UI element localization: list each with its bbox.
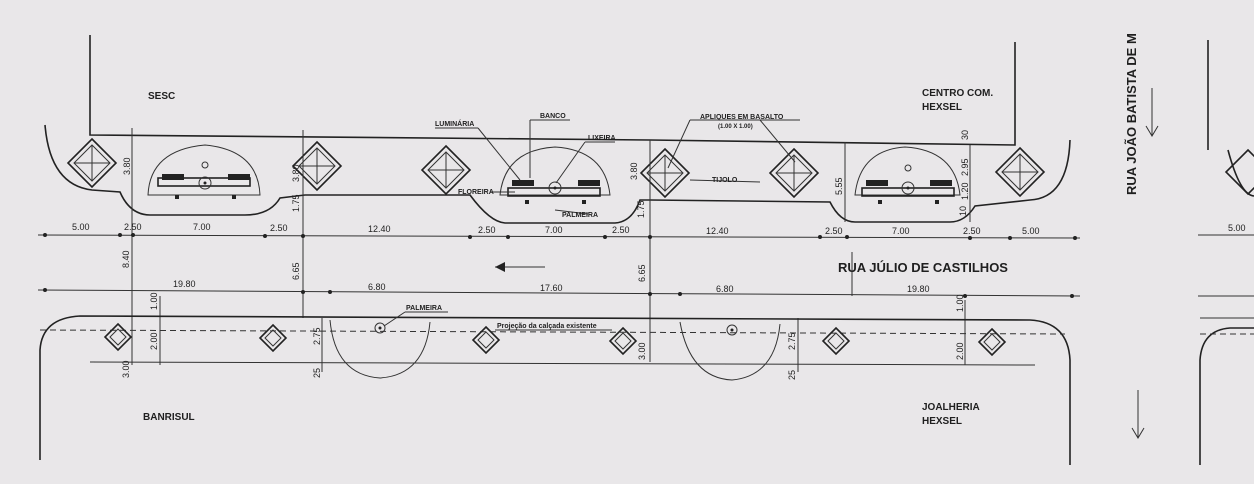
dim-text: 3.80 — [291, 164, 301, 182]
label-banco: BANCO — [540, 113, 566, 120]
label-palmeira-top: PALMEIRA — [562, 212, 598, 219]
label-banrisul: BANRISUL — [143, 412, 195, 423]
dim-text: 2.00 — [955, 342, 965, 360]
label-luminaria: LUMINÁRIA — [435, 119, 474, 128]
dim-text: 3.80 — [122, 157, 132, 175]
bottom-basalt-tiles — [103, 322, 1007, 357]
label-centro-hexsel: HEXSEL — [922, 102, 962, 113]
label-apliques: APLIQUES EM BASALTO — [700, 114, 784, 121]
label-joalheria-hexsel: HEXSEL — [922, 416, 962, 427]
dim-text: 6.80 — [716, 284, 734, 294]
dim-text: 5.00 — [72, 222, 90, 232]
label-tijolo: TIJOLO — [712, 177, 738, 184]
dim-text: 3.00 — [637, 342, 647, 360]
dim-text: 2.00 — [149, 332, 159, 350]
dim-text: 3.80 — [629, 162, 639, 180]
label-street-main: RUA JÚLIO DE CASTILHOS — [838, 260, 1008, 275]
dim-text: 2.50 — [478, 225, 496, 235]
dim-text: 1.00 — [955, 294, 965, 312]
dim-text: 1.75 — [636, 200, 646, 218]
dim-text: 5.55 — [834, 177, 844, 195]
dim-text: 2.50 — [825, 226, 843, 236]
dim-text: 2.50 — [963, 226, 981, 236]
dim-text: 2.50 — [612, 225, 630, 235]
direction-arrow-down-top — [1145, 88, 1159, 137]
dim-text: 12.40 — [368, 224, 391, 234]
dim-text: 30 — [960, 130, 970, 140]
dim-text: 2.95 — [960, 158, 970, 176]
dim-text: 2.75 — [312, 327, 322, 345]
dim-text: 1.00 — [149, 292, 159, 310]
direction-arrow-down-bottom — [1131, 390, 1145, 439]
dim-text: 1.20 — [960, 182, 970, 200]
dim-text: 10 — [958, 206, 968, 216]
top-building-outlines — [44, 35, 1254, 224]
dim-text: 2.50 — [124, 222, 142, 232]
dim-text: 7.00 — [193, 222, 211, 232]
dimension-lines — [37, 128, 1254, 372]
leader-lines — [383, 119, 800, 331]
top-planters — [147, 144, 961, 196]
dim-text: 2.75 — [787, 332, 797, 350]
dim-text: 12.40 — [706, 226, 729, 236]
dim-text: 7.00 — [892, 226, 910, 236]
label-apliques-size: (1.00 X 1.00) — [718, 124, 753, 130]
dim-text: 6.65 — [291, 262, 301, 280]
dim-text: 1.75 — [291, 194, 301, 212]
direction-arrow-left — [495, 262, 545, 272]
dim-text: 5.00 — [1022, 226, 1040, 236]
label-joalheria: JOALHERIA — [922, 402, 980, 413]
label-street-side: RUA JOÃO BATISTA DE M — [1124, 33, 1139, 195]
label-palmeira-bottom: PALMEIRA — [406, 305, 442, 312]
dim-text: 2.50 — [270, 223, 288, 233]
dim-text: 8.40 — [121, 250, 131, 268]
dim-text: 19.80 — [173, 279, 196, 289]
label-projecao: Projeção da calçada existente — [497, 323, 597, 330]
dim-text: 6.65 — [637, 264, 647, 282]
dim-text: 25 — [312, 368, 322, 378]
label-centro-com: CENTRO COM. — [922, 88, 993, 99]
label-sesc: SESC — [148, 91, 175, 102]
bottom-sidewalk-outlines — [39, 315, 1254, 465]
label-floreira: FLOREIRA — [458, 189, 494, 196]
top-basalt-tiles — [66, 137, 1254, 199]
bench-symbols — [157, 161, 955, 204]
dim-text: 25 — [787, 370, 797, 380]
dim-text: 5.00 — [1228, 223, 1246, 233]
dim-text: 6.80 — [368, 282, 386, 292]
dim-text: 7.00 — [545, 225, 563, 235]
dim-text: 3.00 — [121, 360, 131, 378]
dim-text: 19.80 — [907, 284, 930, 294]
dim-text: 17.60 — [540, 283, 563, 293]
label-lixeira: LIXEIRA — [588, 135, 616, 142]
